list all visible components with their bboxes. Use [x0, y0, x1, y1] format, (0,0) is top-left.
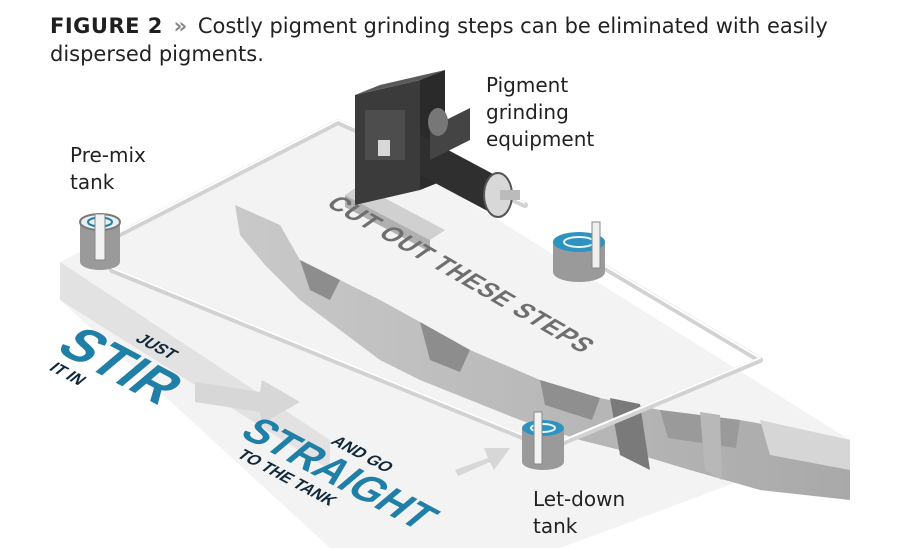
- grinding-label-line1: Pigment: [486, 73, 569, 97]
- caption-separator: »: [173, 14, 188, 38]
- letdown-tank-icon: [522, 411, 564, 470]
- grinding-label-line2: grinding: [486, 100, 569, 124]
- grinding-machine-icon: [345, 70, 520, 252]
- holding-tank-icon: [553, 221, 605, 282]
- premix-label-line2: tank: [70, 170, 115, 194]
- figure-label: FIGURE 2: [50, 14, 163, 38]
- figure-caption: FIGURE 2 » Costly pigment grinding steps…: [50, 12, 870, 68]
- grinding-equipment-label: Pigment grinding equipment: [486, 72, 594, 153]
- letdown-label-line1: Let-down: [533, 487, 626, 511]
- letdown-label-line2: tank: [533, 514, 578, 538]
- caption-text: Costly pigment grinding steps can be eli…: [50, 14, 828, 66]
- premix-tank-label: Pre-mix tank: [70, 142, 146, 196]
- letdown-tank-label: Let-down tank: [533, 486, 625, 540]
- premix-label-line1: Pre-mix: [70, 143, 146, 167]
- premix-tank-icon: [79, 213, 121, 270]
- grinding-label-line3: equipment: [486, 127, 595, 151]
- direct-flow-arrows: [195, 380, 510, 476]
